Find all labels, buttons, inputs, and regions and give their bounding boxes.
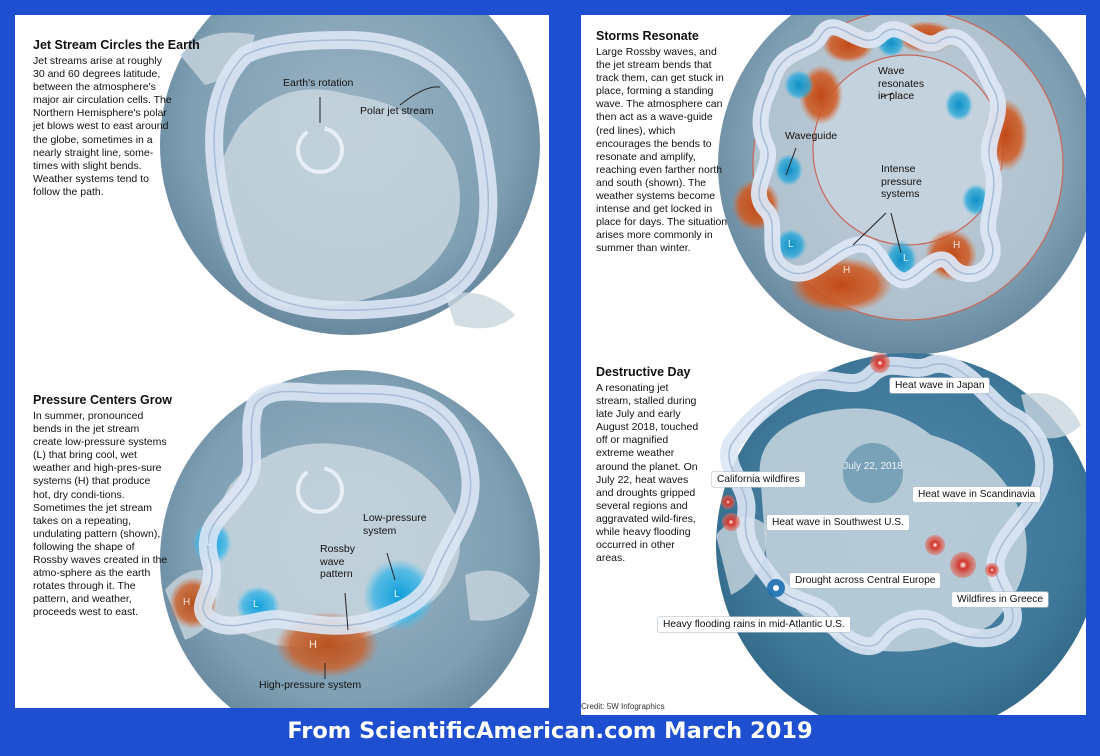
event-label-greece: Wildfires in Greece bbox=[952, 592, 1049, 607]
event-marker-greece bbox=[985, 563, 999, 577]
globe-destructive-day bbox=[716, 353, 1086, 715]
date-label: July 22, 2018 bbox=[843, 461, 903, 472]
event-label-california: California wildfires bbox=[712, 472, 805, 487]
event-marker-atlantic bbox=[767, 579, 785, 597]
left-globes-illustration bbox=[160, 15, 540, 708]
high-symbol-4: H bbox=[953, 240, 961, 251]
event-marker-japan bbox=[870, 353, 890, 373]
low-symbol-4: L bbox=[903, 253, 909, 264]
low-pressure-label: Low-pressure system bbox=[363, 512, 427, 537]
high-symbol-3: H bbox=[843, 265, 851, 276]
event-marker-europe bbox=[950, 552, 976, 578]
credit-text: Credit: 5W Infographics bbox=[581, 702, 665, 711]
panel-4-body: A resonating jet stream, stalled during … bbox=[596, 382, 699, 565]
panel-3-body: Large Rossby waves, and the jet stream b… bbox=[596, 46, 728, 255]
event-label-scandinavia: Heat wave in Scandinavia bbox=[913, 487, 1041, 502]
high-symbol-1: H bbox=[183, 597, 191, 608]
high-symbol-2: H bbox=[309, 639, 317, 651]
low-symbol-2: L bbox=[253, 599, 259, 610]
low-symbol-5: L bbox=[788, 239, 794, 250]
globe-jet-stream bbox=[160, 15, 540, 335]
low-symbol-1: L bbox=[206, 537, 212, 548]
panel-1-body: Jet streams arise at roughly 30 and 60 d… bbox=[33, 55, 172, 198]
globe-pressure-centers bbox=[160, 370, 540, 708]
wave-resonates-label: Wave resonates in place bbox=[878, 65, 925, 102]
event-marker-california bbox=[721, 495, 735, 509]
panel-2-title: Pressure Centers Grow bbox=[33, 393, 172, 407]
event-label-europe: Drought across Central Europe bbox=[790, 573, 941, 588]
high-pressure-label: High-pressure system bbox=[259, 679, 362, 691]
right-panel: Storms Resonate Large Rossby waves, and … bbox=[581, 15, 1086, 715]
event-marker-southwest bbox=[722, 513, 740, 531]
rossby-wave-label: Rossby wave pattern bbox=[320, 543, 356, 580]
panel-4-title: Destructive Day bbox=[596, 365, 691, 379]
event-label-atlantic: Heavy flooding rains in mid-Atlantic U.S… bbox=[658, 617, 850, 632]
event-label-southwest: Heat wave in Southwest U.S. bbox=[767, 515, 909, 530]
polar-jet-stream-label: Polar jet stream bbox=[360, 105, 434, 117]
earths-rotation-label: Earth's rotation bbox=[283, 77, 354, 89]
intense-pressure-label: Intense pressure systems bbox=[881, 163, 922, 200]
low-symbol-3: L bbox=[394, 589, 400, 600]
panel-1-title: Jet Stream Circles the Earth bbox=[33, 38, 200, 52]
event-marker-scandinavia bbox=[925, 535, 945, 555]
globe-storms-resonate bbox=[718, 15, 1086, 355]
event-label-japan: Heat wave in Japan bbox=[890, 378, 990, 393]
source-footer: From ScientificAmerican.com March 2019 bbox=[287, 718, 813, 744]
panel-2-body: In summer, pronounced bends in the jet s… bbox=[33, 410, 168, 619]
waveguide-label: Waveguide bbox=[785, 130, 838, 142]
panel-3-title: Storms Resonate bbox=[596, 29, 699, 43]
left-panel: Jet Stream Circles the Earth Jet streams… bbox=[15, 15, 549, 708]
